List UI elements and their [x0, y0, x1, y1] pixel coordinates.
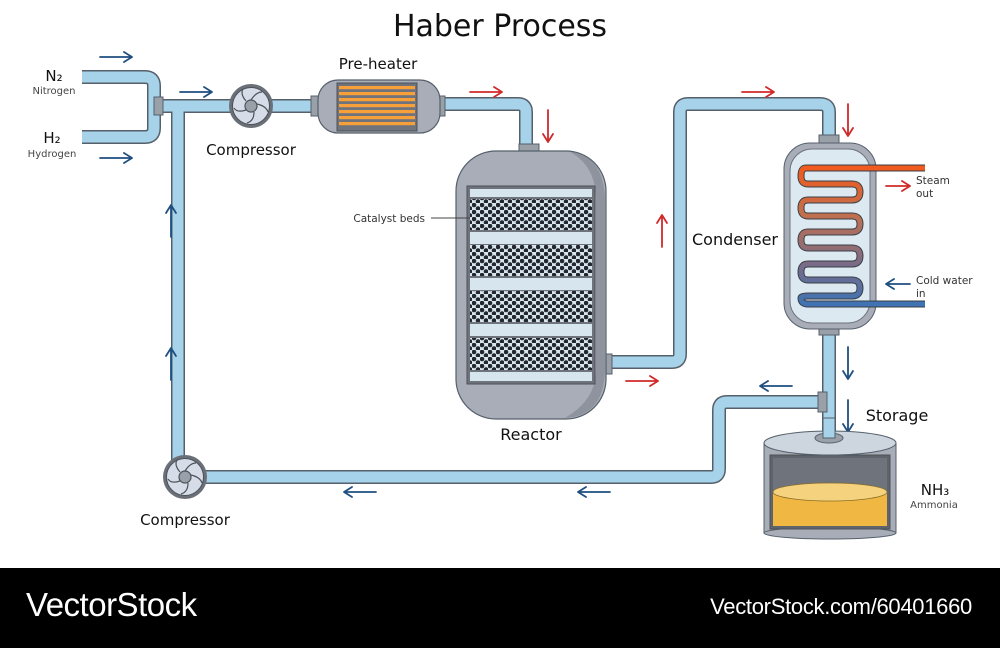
arrow-right-icon [469, 86, 503, 98]
compressor-bottom-label: Compressor [140, 511, 231, 529]
arrow-left-icon [577, 486, 611, 498]
reactor-label: Reactor [500, 425, 562, 444]
arrow-right-icon [625, 375, 659, 387]
fan-icon [163, 455, 207, 499]
arrow-right-icon [179, 86, 213, 98]
storage-label: Storage [866, 406, 929, 425]
preheater-label: Pre-heater [339, 55, 418, 73]
arrow-right-icon [99, 51, 133, 63]
nitrogen-label: Nitrogen [32, 86, 75, 97]
fan-icon [229, 84, 273, 128]
watermark-footer: VectorStock VectorStock.com/60401660 [0, 568, 1000, 648]
nitrogen-formula: N₂ [45, 67, 62, 85]
steam-out-label-line1: Steam [916, 175, 950, 187]
inlet-flange [153, 96, 164, 116]
arrow-down-icon [542, 109, 554, 143]
steam-out-label-line2: out [916, 188, 933, 200]
cold-water-in-label-line1: Cold water [916, 275, 973, 287]
compressor-top: Compressor [206, 84, 297, 159]
arrow-right-icon [741, 86, 775, 98]
catalyst-bed [470, 338, 592, 370]
arrow-right-icon [99, 152, 133, 164]
preheater: Pre-heater [310, 55, 446, 134]
ammonia-formula: NH₃ [921, 481, 950, 499]
arrow-down-icon [842, 346, 854, 380]
compressor-bottom: Compressor [140, 455, 231, 529]
storage-tank: Storage NH₃ Ammonia [763, 406, 958, 540]
arrow-left-icon [759, 380, 793, 392]
arrow-left-icon [343, 486, 377, 498]
arrow-down-icon [842, 103, 854, 137]
arrow-up-icon [165, 347, 177, 381]
catalyst-bed [470, 199, 592, 230]
reactor: Catalyst beds Reactor [353, 143, 613, 444]
ammonia-label: Ammonia [910, 500, 958, 511]
hydrogen-label: Hydrogen [28, 149, 77, 160]
arrow-up-icon [165, 204, 177, 238]
arrow-up-icon [656, 214, 668, 248]
arrow-down-icon [842, 399, 854, 433]
condenser-label: Condenser [692, 230, 778, 249]
flow-arrows [99, 51, 911, 498]
hydrogen-formula: H₂ [43, 129, 60, 147]
pipe-network [82, 70, 836, 484]
image-url-label: VectorStock.com/60401660 [710, 594, 972, 619]
diagram-title: Haber Process [393, 9, 607, 44]
condenser: Condenser Steam out Cold water in [692, 134, 973, 336]
vectorstock-logo: VectorStock [26, 586, 197, 623]
catalyst-bed-stack [470, 199, 592, 370]
cold-water-in-label-line2: in [916, 288, 926, 300]
hydrogen-input: H₂ Hydrogen [28, 129, 77, 160]
arrow-right-icon [885, 180, 911, 192]
nitrogen-input: N₂ Nitrogen [32, 67, 75, 97]
compressor-top-label: Compressor [206, 141, 297, 159]
diagram-canvas: Haber Process [27, 9, 974, 540]
storage-branch-flange [817, 391, 828, 413]
catalyst-beds-label: Catalyst beds [353, 213, 425, 225]
catalyst-bed [470, 291, 592, 322]
catalyst-bed [470, 245, 592, 276]
arrow-left-icon [885, 278, 911, 290]
